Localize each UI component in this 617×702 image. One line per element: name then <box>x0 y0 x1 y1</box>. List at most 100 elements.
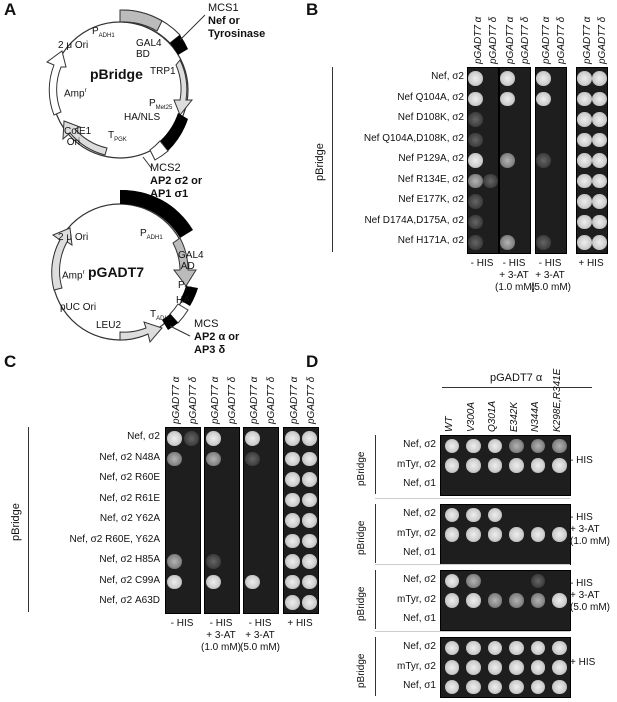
colony-spot <box>468 71 483 86</box>
mcs1-label: MCS1 <box>208 2 239 14</box>
colony-spot <box>206 513 221 528</box>
header-rule <box>442 387 592 388</box>
mcs1-insert-1: Nef or <box>208 15 240 27</box>
colony-spot <box>592 71 607 86</box>
colony-spot <box>592 214 607 229</box>
colony-spot <box>285 574 300 589</box>
colony-spot <box>167 574 182 589</box>
colony-spot <box>483 92 498 107</box>
row-label: Nef, σ2 A63D <box>99 595 160 606</box>
agar-plate <box>535 67 567 254</box>
condition-line: + 3-AT <box>535 269 565 281</box>
colony-spot <box>206 554 221 569</box>
condition-label: - HIS <box>463 258 501 270</box>
colony-spot <box>262 554 277 569</box>
colony-spot <box>206 431 221 446</box>
colony-spot <box>285 492 300 507</box>
row-label: Nef H171A, σ2 <box>397 235 464 246</box>
column-header: E342K <box>508 401 520 432</box>
column-header: pGADT7 δ <box>188 376 199 424</box>
colony-spot <box>531 478 546 493</box>
colony-spot <box>577 112 592 127</box>
condition-label: - HIS+ 3-AT(5.0 mM) <box>570 578 610 614</box>
pgadt7-feature-ha: HA <box>176 295 190 306</box>
colony-spot <box>302 451 317 466</box>
colony-spot <box>530 458 545 473</box>
row-label: Nef R134E, σ2 <box>397 173 464 185</box>
colony-spot <box>302 595 317 610</box>
colony-spot <box>468 91 483 106</box>
colony-spot <box>262 595 277 610</box>
colony-spot <box>206 595 221 610</box>
colony-spot <box>167 431 182 446</box>
condition-line: (1.0 mM) <box>495 281 535 293</box>
agar-plate <box>440 435 571 496</box>
colony-spot <box>551 194 566 209</box>
row-label: Nef, σ2 <box>403 574 436 585</box>
colony-spot <box>552 613 567 628</box>
block-divider <box>375 564 570 565</box>
colony-spot <box>515 194 530 209</box>
colony-spot <box>285 431 300 446</box>
colony-spot <box>487 640 502 655</box>
row-label: Nef, σ1 <box>403 478 436 489</box>
colony-spot <box>184 472 199 487</box>
colony-spot <box>444 458 459 473</box>
condition-label: - HIS+ 3-AT(5.0 mM) <box>239 618 281 654</box>
colony-spot <box>262 575 277 590</box>
colony-spot <box>536 194 551 209</box>
colony-spot <box>592 235 607 250</box>
colony-spot <box>530 679 545 694</box>
colony-spot <box>515 92 530 107</box>
colony-spot <box>466 640 481 655</box>
condition-label: - HIS+ 3-AT(5.0 mM) <box>531 258 571 294</box>
colony-spot <box>167 513 182 528</box>
colony-spot <box>592 132 607 147</box>
row-label: Nef, σ2 <box>403 508 436 519</box>
colony-spot <box>206 493 221 508</box>
row-label: Nef, σ2 N48A <box>99 451 160 463</box>
colony-spot <box>552 478 567 493</box>
colony-spot <box>223 575 238 590</box>
row-bracket <box>332 67 333 252</box>
pgadt7-feature-ori: 2 μ Ori <box>58 232 89 243</box>
colony-spot <box>515 153 530 168</box>
condition-line: - HIS <box>209 617 233 629</box>
colony-spot <box>302 574 317 589</box>
panel-label-d: D <box>306 352 319 371</box>
colony-spot <box>487 679 502 694</box>
colony-spot <box>500 153 515 168</box>
mcs2-label: MCS2 <box>150 162 181 174</box>
pbridge-name: pBridge <box>90 66 143 82</box>
condition-line: + HIS <box>287 617 313 629</box>
colony-spot <box>184 534 199 549</box>
colony-spot <box>466 613 481 628</box>
colony-spot <box>302 431 317 446</box>
colony-spot <box>302 492 317 507</box>
colony-spot <box>468 194 483 209</box>
row-label: mTyr, σ2 <box>397 593 436 605</box>
colony-spot <box>536 153 551 168</box>
side-label: pBridge <box>314 143 326 182</box>
row-bracket <box>375 637 376 696</box>
block-divider <box>375 631 570 632</box>
colony-spot <box>552 640 567 655</box>
colony-spot <box>302 472 317 487</box>
colony-spot <box>536 71 551 86</box>
row-bracket <box>28 427 29 612</box>
pbridge-feature-cole1: ColE1 Ori <box>64 126 92 148</box>
condition-label: + HIS <box>572 258 610 270</box>
pbridge-feature-trp1: TRP1 <box>150 66 176 77</box>
condition-line: (5.0 mM) <box>531 281 571 293</box>
column-header: pGADT7 δ <box>520 16 531 64</box>
colony-spot <box>444 660 459 675</box>
colony-spot <box>445 613 460 628</box>
mcs-insert-1: AP2 α or <box>194 331 240 343</box>
colony-spot <box>551 71 566 86</box>
colony-spot <box>500 91 515 106</box>
colony-spot <box>530 527 545 542</box>
agar-plate <box>440 637 571 698</box>
colony-spot <box>245 431 260 446</box>
colony-spot <box>552 547 567 562</box>
colony-spot <box>577 91 592 106</box>
